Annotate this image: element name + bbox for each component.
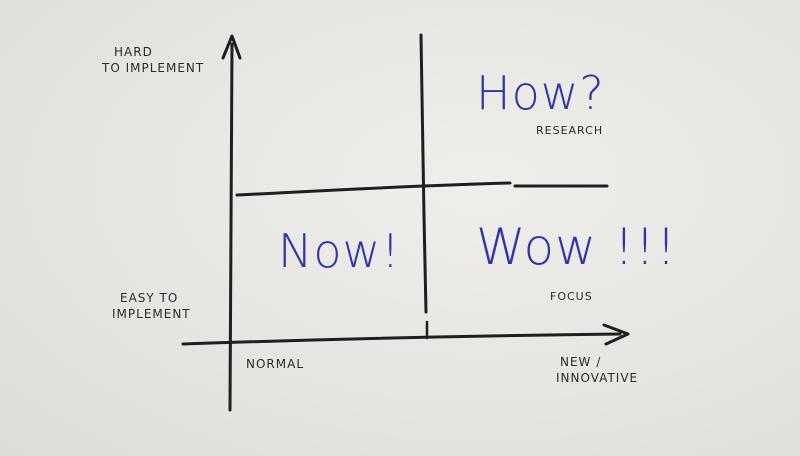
x-axis-right-label: NEW / INNOVATIVE [556, 354, 638, 386]
y-axis-arrowhead [221, 34, 242, 60]
x-left-label-text: NORMAL [246, 357, 305, 371]
quadrant-bottom-right-tag: FOCUS [550, 290, 593, 303]
x-axis-arrowhead [602, 323, 630, 346]
quadrant-bottom-right-title: Wow !!! [476, 218, 678, 276]
y-bottom-label-line1: EASY TO [120, 291, 179, 305]
y-axis-top-label: HARD TO IMPLEMENT [102, 44, 222, 76]
horizontal-divider-left [235, 181, 512, 197]
quadrant-bottom-left-title: Now! [278, 224, 401, 278]
y-top-label-line1: HARD [114, 45, 153, 59]
x-right-label-line2: INNOVATIVE [556, 371, 639, 386]
y-bottom-label-line2: IMPLEMENT [112, 307, 191, 322]
y-axis-bottom-label: EASY TO IMPLEMENT [112, 290, 191, 322]
x-axis-left-label: NORMAL [246, 356, 304, 372]
x-axis [181, 332, 622, 346]
quadrant-top-right-tag: RESEARCH [536, 124, 604, 137]
vertical-divider [419, 33, 428, 314]
quadrant-top-right-title: How? [476, 66, 605, 120]
x-right-label-line1: NEW / [560, 355, 602, 369]
y-axis [228, 42, 234, 412]
y-top-label-line2: TO IMPLEMENT [102, 61, 205, 76]
